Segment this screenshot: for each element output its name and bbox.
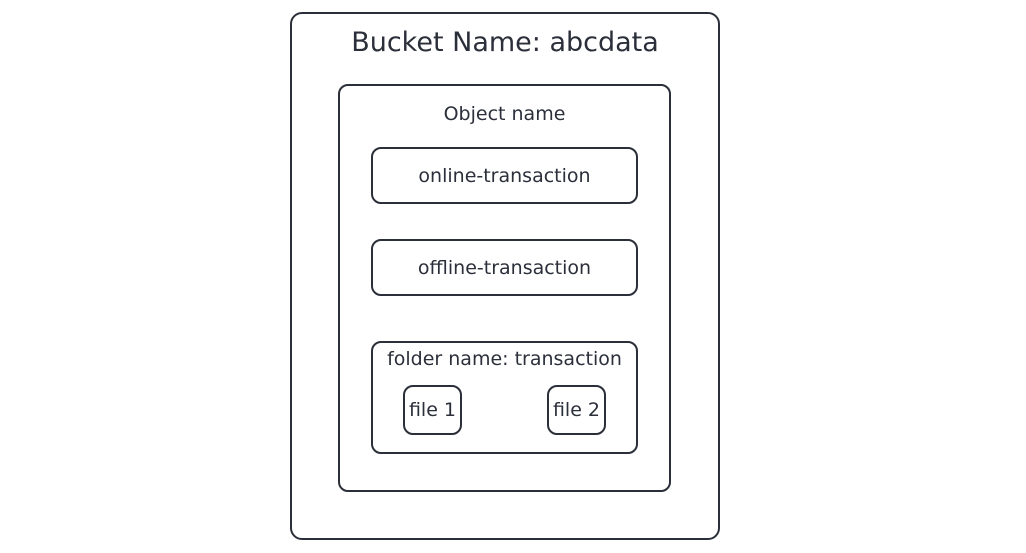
object-item-offline-transaction: offline-transaction <box>371 239 638 296</box>
bucket-title: Bucket Name: abcdata <box>351 27 659 58</box>
file-item-1: file 1 <box>403 385 462 435</box>
file-label: file 1 <box>408 399 457 421</box>
object-item-online-transaction: online-transaction <box>371 147 638 204</box>
object-item-label: online-transaction <box>418 164 591 187</box>
folder-title: folder name: transaction <box>387 348 622 370</box>
object-item-label: offline-transaction <box>417 256 592 279</box>
file-label: file 2 <box>552 399 601 421</box>
file-item-2: file 2 <box>547 385 606 435</box>
object-title: Object name <box>443 103 566 125</box>
